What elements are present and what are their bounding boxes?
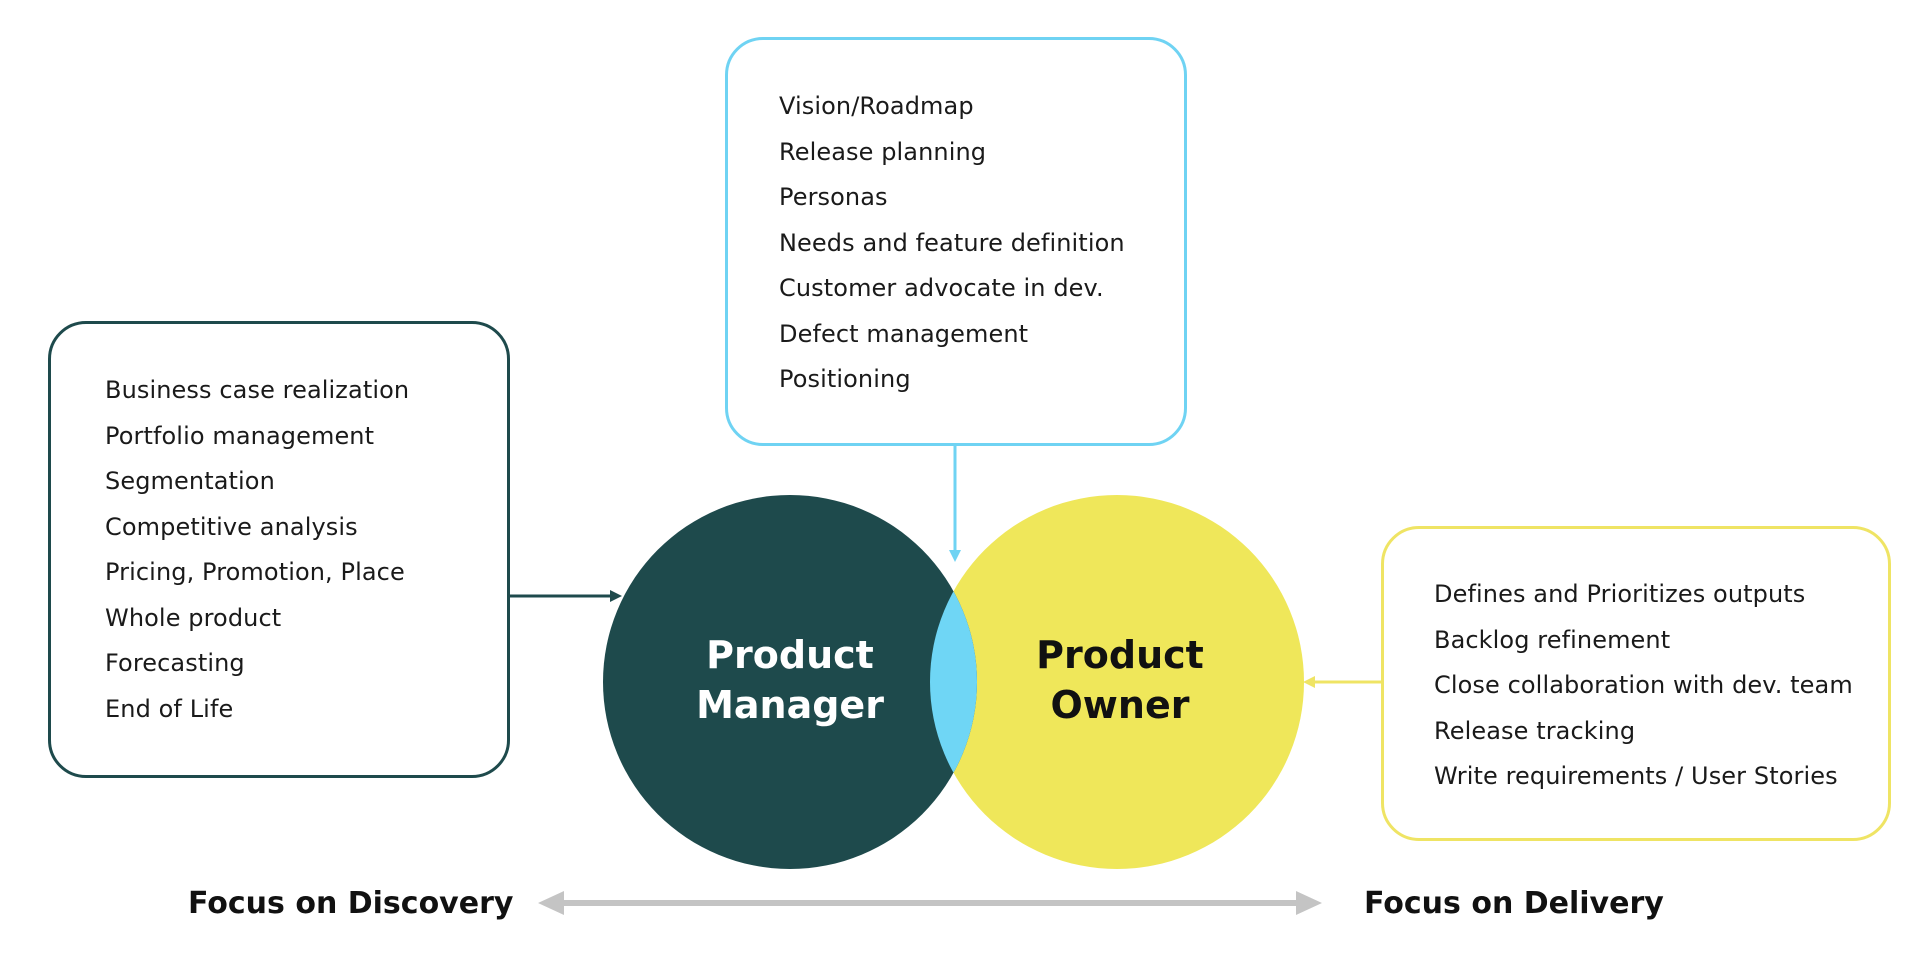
- list-item: Release planning: [779, 137, 987, 166]
- product-owner-circle: [930, 495, 1304, 869]
- list-item: Positioning: [779, 365, 911, 393]
- list-item: Whole product: [105, 603, 282, 632]
- list-item: Write requirements / User Stories: [1434, 762, 1838, 790]
- list-item: Defect management: [779, 319, 1029, 348]
- list-item: Competitive analysis: [105, 512, 358, 541]
- product-manager-responsibilities-box: Business case realization Portfolio mana…: [48, 321, 510, 778]
- product-owner-label-line1: Product: [1036, 633, 1204, 677]
- list-item: End of Life: [105, 694, 234, 723]
- list-item: Defines and Prioritizes outputs: [1434, 580, 1806, 608]
- focus-on-discovery-label: Focus on Discovery: [188, 886, 514, 921]
- list-item: Portfolio management: [105, 421, 375, 450]
- list-item: Personas: [779, 183, 888, 211]
- shared-responsibilities-box: Vision/Roadmap Release planning Personas…: [725, 37, 1187, 446]
- product-manager-responsibilities-list: Business case realization Portfolio mana…: [105, 368, 507, 732]
- list-item: Close collaboration with dev. team: [1434, 671, 1853, 699]
- list-item: Release tracking: [1434, 716, 1636, 745]
- focus-axis-arrowhead-right: [1296, 891, 1322, 915]
- focus-on-delivery-label: Focus on Delivery: [1364, 886, 1664, 921]
- arrowhead-right-connector: [1303, 676, 1315, 688]
- list-item: Customer advocate in dev.: [779, 274, 1104, 302]
- focus-axis-arrowhead-left: [538, 891, 564, 915]
- product-manager-circle: [603, 495, 977, 869]
- arrowhead-left-connector: [610, 590, 622, 602]
- list-item: Segmentation: [105, 467, 275, 495]
- arrowhead-top-connector: [949, 550, 961, 562]
- product-manager-label: Product Manager: [640, 630, 940, 730]
- list-item: Vision/Roadmap: [779, 92, 974, 120]
- product-manager-label-line2: Manager: [696, 683, 884, 727]
- product-owner-label-line2: Owner: [1050, 683, 1190, 727]
- product-owner-responsibilities-box: Defines and Prioritizes outputs Backlog …: [1381, 526, 1891, 841]
- list-item: Needs and feature definition: [779, 228, 1125, 257]
- product-owner-label: Product Owner: [970, 630, 1270, 730]
- product-manager-label-line1: Product: [706, 633, 874, 677]
- list-item: Business case realization: [105, 376, 410, 404]
- shared-responsibilities-list: Vision/Roadmap Release planning Personas…: [779, 84, 1184, 403]
- product-owner-responsibilities-list: Defines and Prioritizes outputs Backlog …: [1434, 572, 1888, 800]
- list-item: Pricing, Promotion, Place: [105, 558, 405, 586]
- list-item: Backlog refinement: [1434, 625, 1671, 654]
- list-item: Forecasting: [105, 649, 245, 677]
